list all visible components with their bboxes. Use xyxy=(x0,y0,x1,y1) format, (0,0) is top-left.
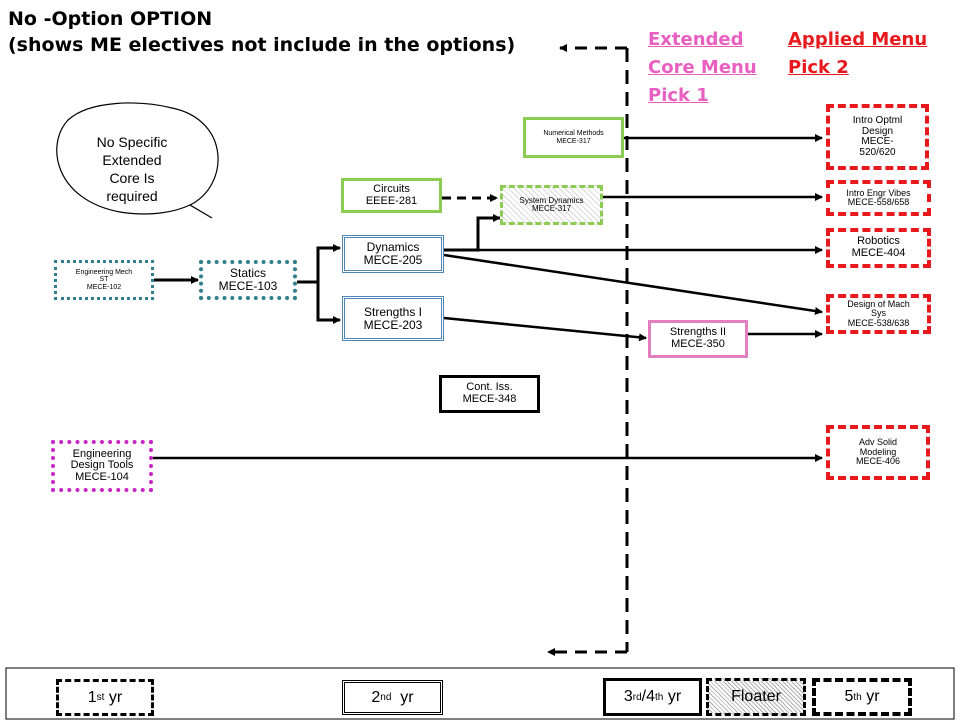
arrow-dynamics-machsys xyxy=(443,253,823,315)
arrow-dynamics-sysdyn xyxy=(444,214,501,252)
title-line-1: No -Option OPTION xyxy=(8,8,213,30)
legend-floater: Floater xyxy=(706,678,806,716)
course-cont-iss: Cont. Iss. MECE-348 xyxy=(439,375,540,413)
course-engineering-design-tools: Engineering Design Tools MECE-104 xyxy=(51,440,153,492)
arrow-statics-dynamics xyxy=(316,244,341,282)
course-dynamics: Dynamics MECE-205 xyxy=(342,235,444,273)
arrow-statics-strengths1 xyxy=(316,282,341,324)
course-numerical-methods: Numerical Methods MECE-317 xyxy=(523,117,624,158)
extended-core-menu-header: Extended Core Menu Pick 1 xyxy=(648,29,757,106)
arrow-strengths1-strengths2 xyxy=(443,316,647,342)
course-strengths-1: Strengths I MECE-203 xyxy=(342,296,444,341)
course-robotics: Robotics MECE-404 xyxy=(826,228,931,268)
bubble-text: No Specific Extended Core Is required xyxy=(96,134,168,204)
speech-bubble xyxy=(56,102,219,219)
course-adv-solid-modeling: Adv Solid Modeling MECE-406 xyxy=(826,425,930,480)
applied-menu-header: Applied Menu Pick 2 xyxy=(788,29,928,78)
course-statics: Statics MECE-103 xyxy=(199,260,297,300)
course-circuits: Circuits EEEE-281 xyxy=(341,178,442,213)
title-line-2: (shows ME electives not include in the o… xyxy=(8,34,516,56)
page-title: No -Option OPTION (shows ME electives no… xyxy=(8,6,515,58)
course-intro-optml-design: Intro Optml Design MECE- 520/620 xyxy=(826,104,929,170)
course-strengths-2: Strengths II MECE-350 xyxy=(648,320,748,358)
course-engineering-mech: Engineering Mech ST MECE-102 xyxy=(54,260,154,300)
legend-frame xyxy=(5,667,955,720)
course-system-dynamics: System Dynamics MECE-317 xyxy=(500,185,603,225)
course-intro-engr-vibes: Intro Engr Vibes MECE-558/658 xyxy=(826,180,931,216)
course-design-of-mach-sys: Design of Mach Sys MECE-538/638 xyxy=(826,294,931,334)
